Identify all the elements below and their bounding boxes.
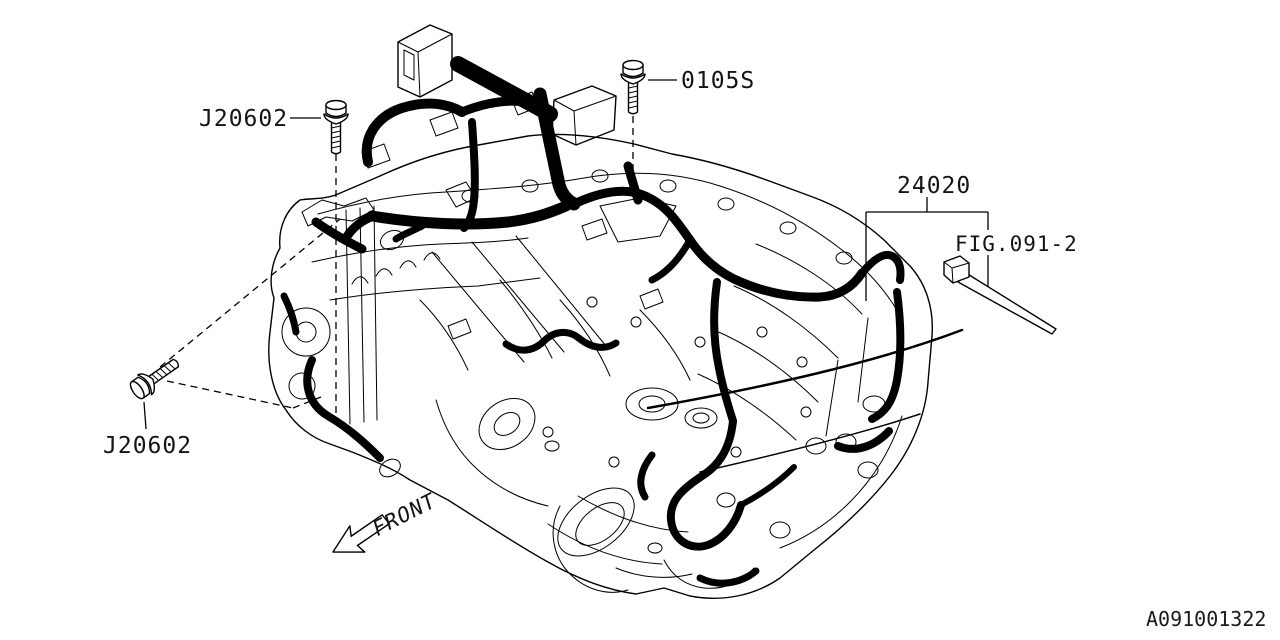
engine-line-art — [268, 24, 933, 599]
part-label-24020[interactable]: 24020 — [897, 173, 971, 199]
front-arrow-icon — [332, 514, 391, 553]
part-label-0105s[interactable]: 0105S — [681, 68, 755, 94]
front-direction-label: FRONT — [370, 487, 438, 542]
part-label-j20602-bottom[interactable]: J20602 — [103, 433, 192, 459]
part-label-j20602-top[interactable]: J20602 — [199, 106, 288, 132]
bolt-icon-bottom-left — [125, 351, 185, 404]
bracket-24020 — [865, 197, 989, 301]
bolt-icon-top-center — [620, 59, 646, 115]
cable-tie-icon — [943, 255, 1057, 335]
doc-number: A091001322 — [1146, 607, 1266, 631]
connector-icon — [379, 24, 736, 508]
bolt-icon-top-left — [323, 99, 349, 155]
figure-reference-label[interactable]: FIG.091-2 — [955, 232, 1078, 256]
leader-lines — [143, 79, 677, 430]
